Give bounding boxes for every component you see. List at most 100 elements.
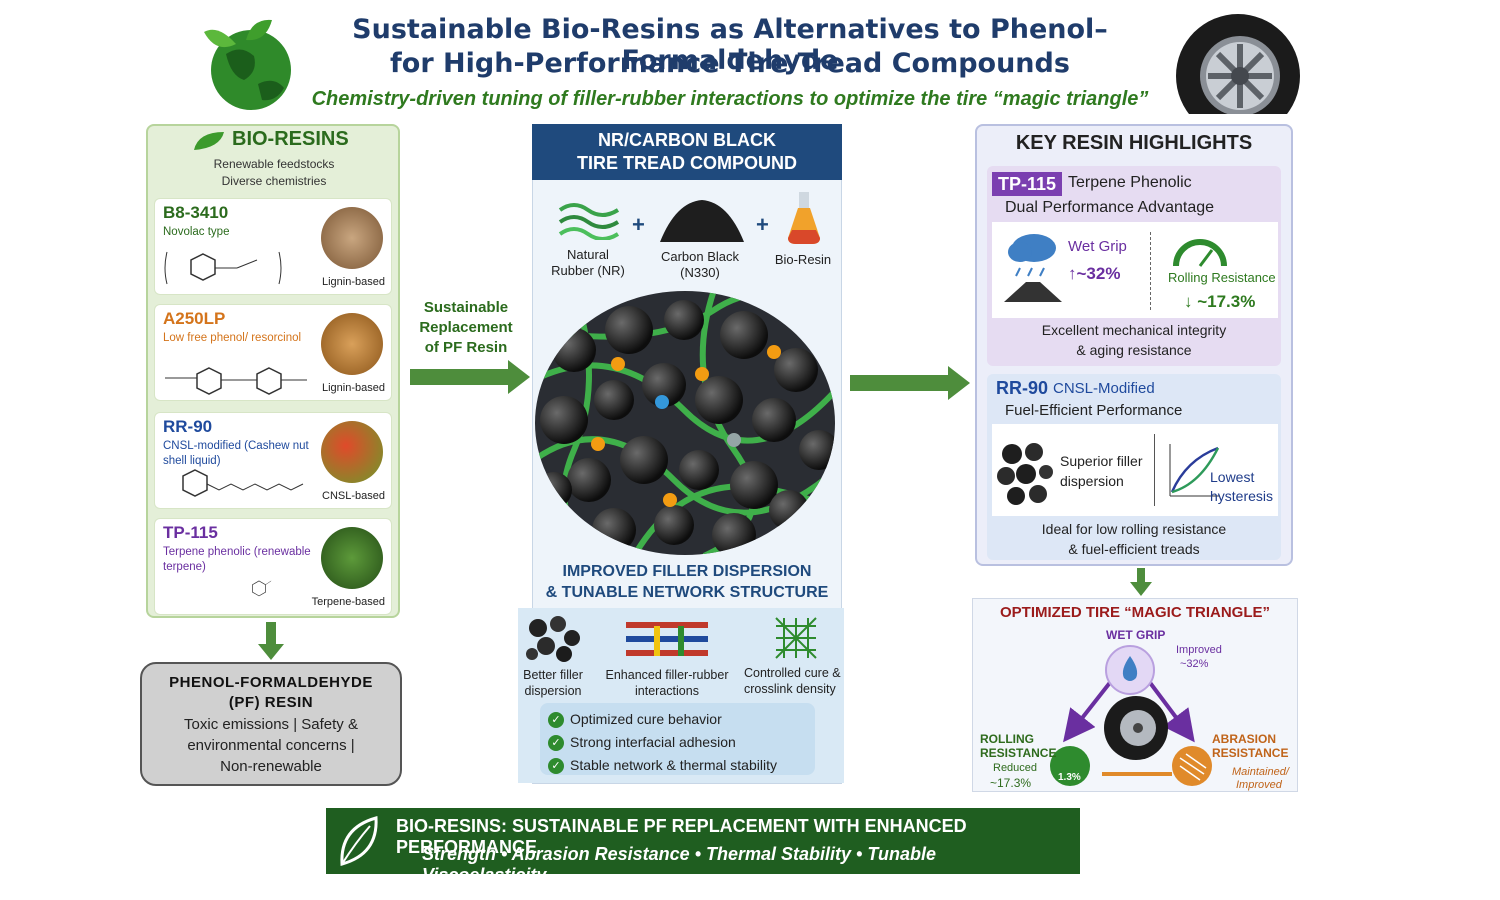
bio-resins-sub-1: Renewable feedstocks [213, 157, 335, 171]
gauge-icon [1173, 239, 1227, 267]
ingredient-label: Bio-Resin [774, 252, 832, 267]
compound-title-1: NR/CARBON BLACK [598, 130, 776, 150]
carbon-black-particle [540, 396, 588, 444]
crosslink-node [727, 433, 741, 447]
bottom-banner [326, 808, 1080, 874]
triangle-wet-grip: WET GRIP [1106, 628, 1166, 642]
triangle-maintained: Maintained/ [1232, 766, 1289, 778]
resin-desc: Novolac type [163, 226, 230, 238]
interaction-icon [626, 622, 708, 656]
carbon-black-particle [552, 328, 596, 372]
filler-dispersion-icon [526, 616, 580, 662]
triangle-rolling: ROLLING [980, 732, 1034, 746]
carbon-black-particle [605, 306, 653, 354]
triangle-improved-value: ~32% [1180, 658, 1209, 670]
carbon-black-particle [695, 376, 743, 424]
pf-title-2: (PF) RESIN [228, 694, 314, 711]
crosslink-network-icon [775, 617, 817, 659]
resin-card-b8-3410: B8-3410 Novolac type Lignin-based [154, 198, 392, 295]
crosslink-node [663, 493, 677, 507]
carbon-black-particle [594, 380, 634, 420]
resin-desc: Low free phenol/ resorcinol [163, 332, 302, 344]
compound-title-2: TIRE TREAD COMPOUND [577, 153, 797, 173]
filler-particles-icon [997, 443, 1053, 505]
resin-desc: CNSL-modified (Cashew nut shell liquid) [163, 440, 309, 467]
triangle-reduced-value: ~17.3% [990, 776, 1032, 790]
chemical-structure-icon [164, 251, 282, 285]
carbon-black-particle [642, 363, 686, 407]
improved-line-2: & TUNABLE NETWORK STRUCTURE [545, 584, 829, 601]
tp-115-name: Terpene Phenolic [1068, 174, 1192, 191]
carbon-black-particle [567, 458, 611, 502]
carbon-black-particle [536, 472, 572, 508]
check-icon: ✓ [548, 712, 564, 729]
carbon-black-particle [664, 300, 704, 340]
carbon-black-particle [730, 461, 778, 509]
lignin-photo [321, 313, 383, 375]
pf-resin-box: PHENOL-FORMALDEHYDE (PF) RESIN Toxic emi… [140, 662, 402, 786]
bio-resins-sub-2: Diverse chemistries [221, 174, 327, 188]
plus-sign: + [632, 212, 645, 237]
crosslink-node [655, 395, 669, 409]
rubber-network-illustration [535, 291, 835, 555]
ingredient-label: Carbon Black(N330) [660, 249, 740, 280]
pf-line-3: Non-renewable [220, 758, 322, 775]
crosslink-node [611, 357, 625, 371]
triangle-resistance: RESISTANCE [980, 746, 1057, 760]
resin-name: RR-90 [163, 417, 213, 436]
benefits-box [540, 703, 815, 775]
triangle-improved: Improved [1176, 644, 1222, 656]
tp-115-subtitle: Dual Performance Advantage [1005, 199, 1215, 216]
resin-base-label: Terpene-based [311, 596, 385, 608]
leaf-icon [340, 816, 378, 866]
rolling-resistance-value: ↓ ~17.3% [1184, 292, 1256, 311]
resin-name: B8-3410 [163, 203, 229, 222]
pf-title-1: PHENOL-FORMALDEHYDE [169, 674, 373, 691]
resin-base-label: CNSL-based [322, 490, 385, 502]
triangle-maintained-improved: Improved [1236, 779, 1282, 791]
triangle-abrasion: ABRASION [1212, 732, 1277, 746]
resin-base-label: Lignin-based [322, 382, 385, 394]
pf-line-2: environmental concerns | [187, 737, 355, 754]
title-line-2: for High-Performance Tire Tread Compound… [390, 48, 1070, 79]
flask-icon [788, 192, 820, 244]
plus-sign: + [756, 212, 769, 237]
rain-cloud-icon [1004, 234, 1062, 302]
subtitle: Chemistry-driven tuning of filler-rubber… [311, 88, 1149, 110]
right-arrow-icon [850, 366, 970, 400]
down-arrow-icon [258, 622, 284, 660]
bio-resins-heading: BIO-RESINS [232, 128, 349, 150]
carbon-black-particle [774, 348, 818, 392]
crosslink-node [767, 345, 781, 359]
tire-image [1176, 14, 1300, 114]
improved-line-1: IMPROVED FILLER DISPERSION [562, 563, 812, 580]
rr-90-tag: RR-90 [996, 378, 1049, 398]
chemical-structure-icon [182, 469, 304, 497]
carbon-black-particle [752, 398, 796, 442]
carbon-black-icon [660, 200, 744, 242]
rr-90-subtitle: Fuel-Efficient Performance [1005, 402, 1183, 419]
right-arrow-icon [410, 360, 530, 394]
resin-name: A250LP [163, 309, 226, 328]
replacement-label: Sustainable Replacement of PF Resin [419, 299, 513, 356]
carbon-black-particle [592, 508, 636, 552]
resin-base-label: Lignin-based [322, 276, 385, 288]
carbon-black-particle [654, 505, 694, 545]
wet-grip-value: ↑~32% [1068, 264, 1121, 283]
divider [1150, 232, 1151, 310]
rr-90-footnote-2: & fuel-efficient treads [1068, 541, 1200, 557]
lowest-hysteresis-label-2: hysteresis [1210, 488, 1274, 504]
pine-photo [321, 527, 383, 589]
check-item: ✓Optimized cure behavior [548, 711, 722, 729]
leaf-icon [194, 132, 224, 150]
pf-line-1: Toxic emissions | Safety & [184, 716, 358, 733]
check-item: ✓Stable network & thermal stability [548, 757, 777, 775]
banner-title: BIO-RESINS: SUSTAINABLE PF REPLACEMENT W… [396, 816, 967, 857]
check-icon: ✓ [548, 735, 564, 752]
carbon-black-particle [769, 490, 809, 530]
title-line-1: Sustainable Bio-Resins as Alternatives t… [352, 14, 1108, 76]
wet-grip-label: Wet Grip [1068, 238, 1127, 255]
